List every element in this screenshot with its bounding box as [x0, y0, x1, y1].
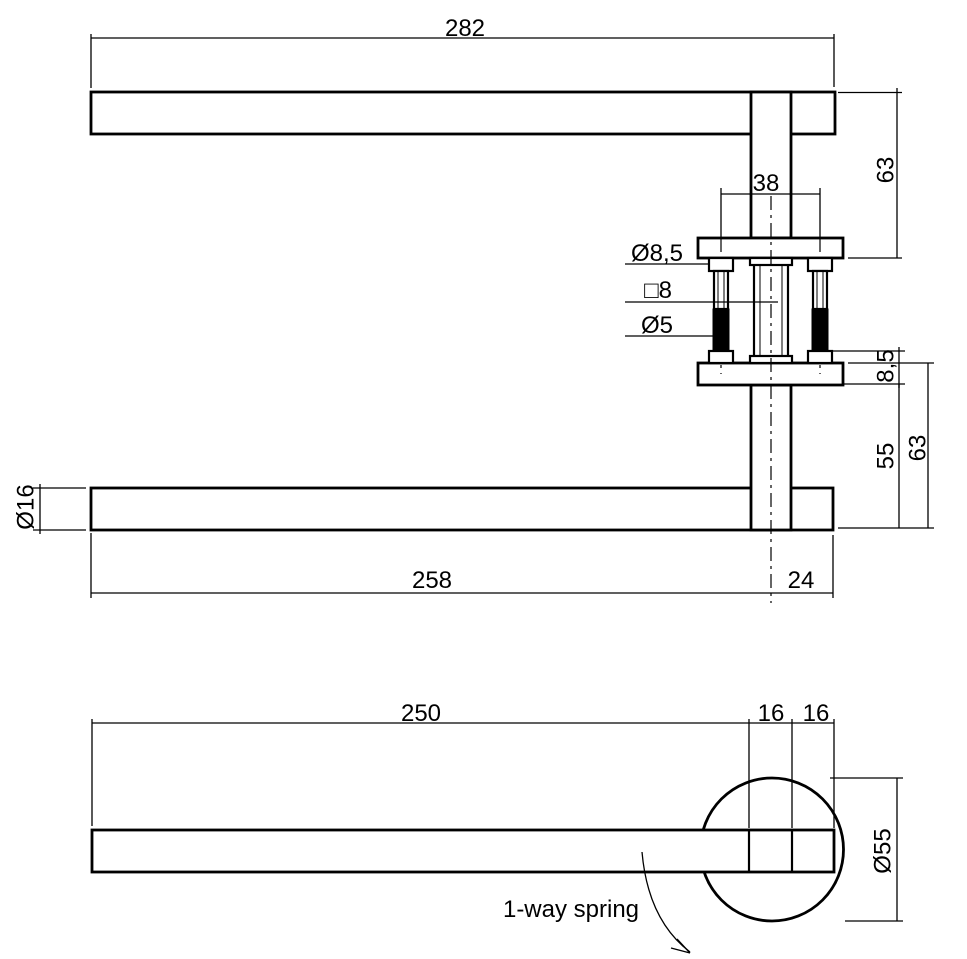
label-dia-5: Ø5 — [625, 312, 715, 339]
label-square-8: □8 — [625, 277, 778, 304]
dim-258-24: 258 24 — [90, 533, 834, 598]
dim-dia-16: Ø16 — [13, 484, 86, 534]
dim-250-text: 250 — [401, 700, 441, 727]
dim-63-top: 63 — [838, 88, 902, 259]
spring-note: 1-way spring — [503, 851, 691, 954]
dim-38: 38 — [721, 170, 820, 197]
dim-282-lines — [90, 34, 835, 88]
dim-dia-16-text: Ø16 — [13, 484, 40, 529]
dim-63-top-lines — [838, 88, 902, 259]
top-view: 282 63 38 Ø8,5 □8 Ø5 8,5 — [13, 15, 934, 603]
upper-lever-bar — [89, 90, 837, 136]
dim-258-text: 258 — [412, 567, 452, 594]
dim-dia-55: Ø55 — [830, 777, 903, 922]
dia-8-5-text: Ø8,5 — [631, 240, 683, 267]
bottom-view: 250 16 16 Ø55 1-way spring — [90, 700, 903, 954]
dim-dia-55-lines — [830, 777, 903, 922]
dim-55-lines — [838, 384, 934, 529]
dim-63-top-text: 63 — [873, 157, 900, 184]
dim-282: 282 — [90, 15, 835, 88]
screw-left — [707, 188, 735, 374]
dim-16-inner-text: 16 — [758, 700, 785, 727]
screw-right-thread — [811, 308, 829, 352]
square-8-text: □8 — [644, 277, 672, 304]
dim-8-5-text: 8,5 — [873, 349, 900, 382]
label-dia-8-5: Ø8,5 — [625, 240, 708, 267]
dim-258-24-lines — [90, 533, 834, 598]
screw-right-head — [806, 256, 834, 273]
screw-right-shank — [811, 269, 829, 311]
dim-250-16-16: 250 16 16 — [91, 700, 835, 828]
screw-right — [806, 188, 834, 374]
spring-note-text: 1-way spring — [503, 896, 639, 923]
spring-arrow-head — [670, 938, 691, 954]
dim-38-text: 38 — [753, 170, 780, 197]
dim-63-bottom: 63 — [848, 362, 934, 528]
dim-63-bottom-lines — [848, 362, 934, 528]
dim-250-16-16-lines — [91, 719, 835, 828]
dim-dia-55-text: Ø55 — [870, 828, 897, 873]
dim-55-text: 55 — [873, 443, 900, 470]
screw-left-head — [707, 256, 735, 273]
screw-left-shank — [712, 269, 730, 311]
dim-16-outer-text: 16 — [803, 700, 830, 727]
screw-left-flange — [707, 349, 735, 365]
screw-right-flange — [806, 349, 834, 365]
screw-left-thread — [712, 308, 730, 352]
lower-lever-bar — [89, 486, 835, 532]
dim-63-bottom-text: 63 — [905, 435, 932, 462]
dia-5-text: Ø5 — [641, 312, 673, 339]
dim-282-text: 282 — [445, 15, 485, 42]
dim-8-5-lines — [832, 347, 905, 388]
dim-dia-16-lines — [33, 484, 86, 534]
dim-55-right: 55 — [838, 384, 934, 529]
dim-8-5-right: 8,5 — [832, 347, 905, 388]
dim-24-text: 24 — [788, 567, 815, 594]
plan-lever-bar — [90, 828, 836, 874]
